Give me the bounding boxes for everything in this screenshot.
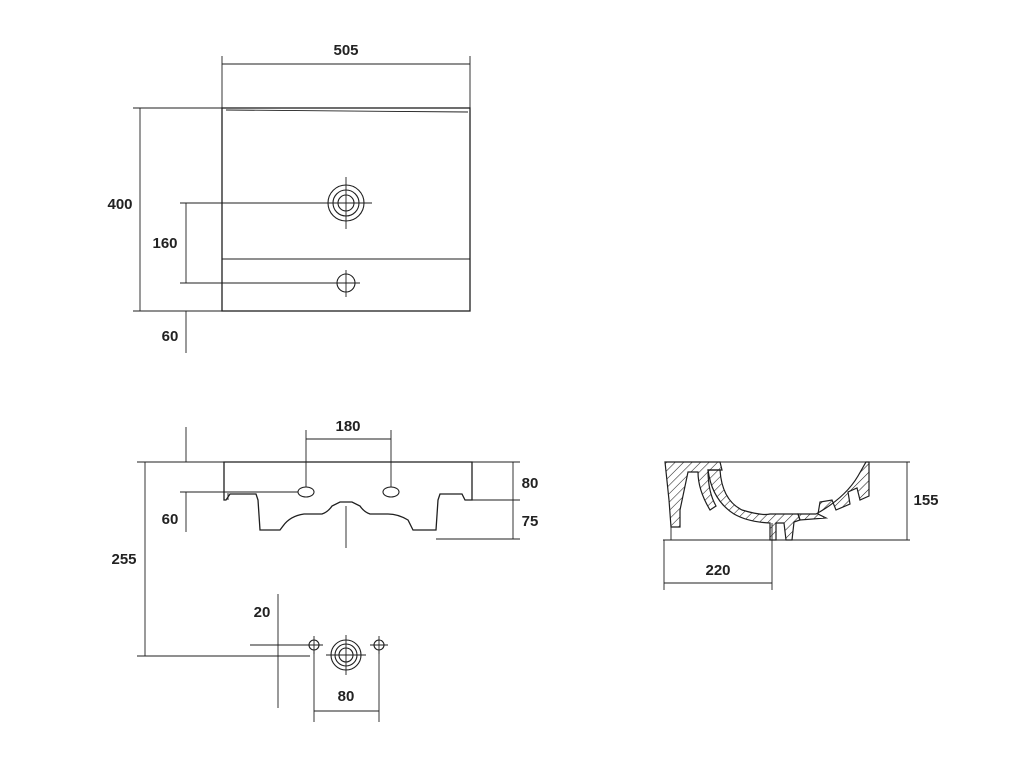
dimension-160: 160 <box>152 202 332 284</box>
section-view: 155 220 <box>663 461 939 590</box>
dim-label-180: 180 <box>335 418 360 435</box>
waste-outlet <box>326 635 366 675</box>
dim-label-400: 400 <box>107 196 132 213</box>
dimension-180: 180 <box>305 418 392 487</box>
dimension-60-front: 60 <box>137 427 298 532</box>
dim-label-220: 220 <box>705 562 730 579</box>
dimension-400: 400 <box>107 107 345 312</box>
dimension-255: 255 <box>111 462 310 657</box>
dimension-220: 220 <box>663 523 773 590</box>
top-view: 505 400 160 60 <box>107 42 471 353</box>
dim-label-505: 505 <box>333 42 358 59</box>
section-right-wall <box>797 461 870 521</box>
dim-label-80-right: 80 <box>522 475 539 492</box>
dimension-20: 20 <box>250 594 305 708</box>
dimension-75: 75 <box>436 500 539 540</box>
section-left-wall <box>664 461 723 528</box>
dim-label-255: 255 <box>111 551 136 568</box>
dim-label-160: 160 <box>152 235 177 252</box>
dimension-80-bottom: 80 <box>313 650 380 722</box>
dim-label-75: 75 <box>522 513 539 530</box>
dim-label-60-front: 60 <box>162 511 179 528</box>
dimension-505: 505 <box>221 42 471 108</box>
dim-label-155: 155 <box>913 492 938 509</box>
dim-label-80-bottom: 80 <box>338 688 355 705</box>
tap-hole <box>320 177 372 229</box>
dimension-80-right: 80 <box>472 461 539 501</box>
dim-label-60-top: 60 <box>162 328 179 345</box>
dimension-155: 155 <box>906 462 939 540</box>
dim-label-20: 20 <box>254 604 271 621</box>
overflow-hole <box>332 270 360 297</box>
front-view: 180 80 75 60 255 <box>111 418 539 657</box>
fixing-detail: 20 80 <box>250 594 388 722</box>
basin-front-outline <box>223 461 473 531</box>
section-bowl <box>707 469 801 541</box>
dimension-60-top: 60 <box>162 311 187 353</box>
